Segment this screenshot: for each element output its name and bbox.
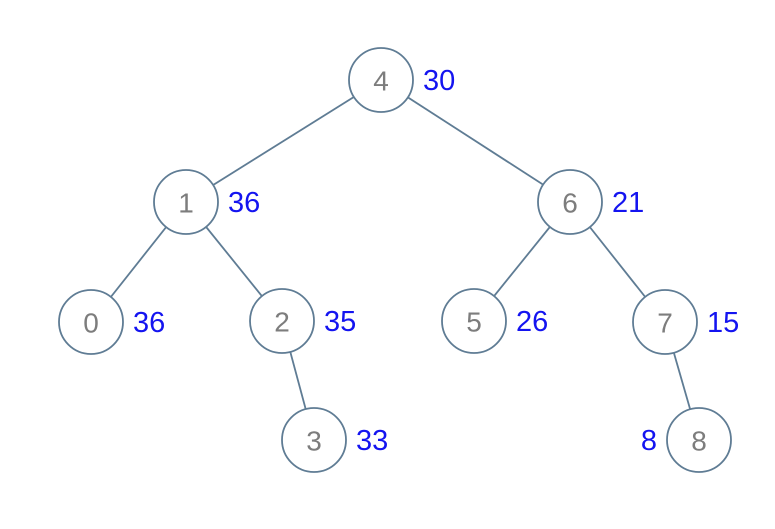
- tree-edge-4-1: [185, 79, 382, 203]
- node-circle-5: [441, 288, 507, 354]
- node-value-label-7: 15: [707, 307, 739, 339]
- node-id-text-0: 0: [83, 308, 99, 339]
- tree-node-7: 7 15: [632, 289, 739, 355]
- node-id-text-6: 6: [562, 188, 578, 219]
- tree-node-5: 5 26: [441, 288, 548, 354]
- node-value-label-3: 33: [356, 425, 388, 457]
- node-circle-4: [348, 47, 414, 113]
- node-id-text-8: 8: [691, 426, 707, 457]
- node-value-label-5: 26: [516, 306, 548, 338]
- node-value-label-0: 36: [133, 307, 165, 339]
- node-id-text-1: 1: [178, 188, 194, 219]
- tree-node-0: 0 36: [58, 289, 165, 355]
- node-circle-8: [666, 407, 732, 473]
- node-circle-1: [153, 169, 219, 235]
- node-circle-7: [632, 289, 698, 355]
- node-id-text-7: 7: [657, 308, 673, 339]
- tree-node-2: 2 35: [249, 288, 356, 354]
- node-value-label-4: 30: [423, 65, 455, 97]
- tree-node-4: 4 30: [348, 47, 455, 113]
- node-value-label-1: 36: [228, 187, 260, 219]
- node-circle-2: [249, 288, 315, 354]
- node-value-label-6: 21: [612, 187, 644, 219]
- node-circle-6: [537, 169, 603, 235]
- node-id-text-5: 5: [466, 307, 482, 338]
- node-id-text-4: 4: [373, 66, 389, 97]
- node-value-label-8: 8: [641, 425, 657, 457]
- tree-node-8: 88: [641, 407, 732, 473]
- node-value-label-2: 35: [324, 306, 356, 338]
- tree-node-1: 1 36: [153, 169, 260, 235]
- node-id-text-3: 3: [306, 426, 322, 457]
- tree-edge-4-6: [380, 79, 571, 203]
- tree-node-6: 6 21: [537, 169, 644, 235]
- node-circle-3: [281, 407, 347, 473]
- node-circle-0: [58, 289, 124, 355]
- node-id-text-2: 2: [274, 307, 290, 338]
